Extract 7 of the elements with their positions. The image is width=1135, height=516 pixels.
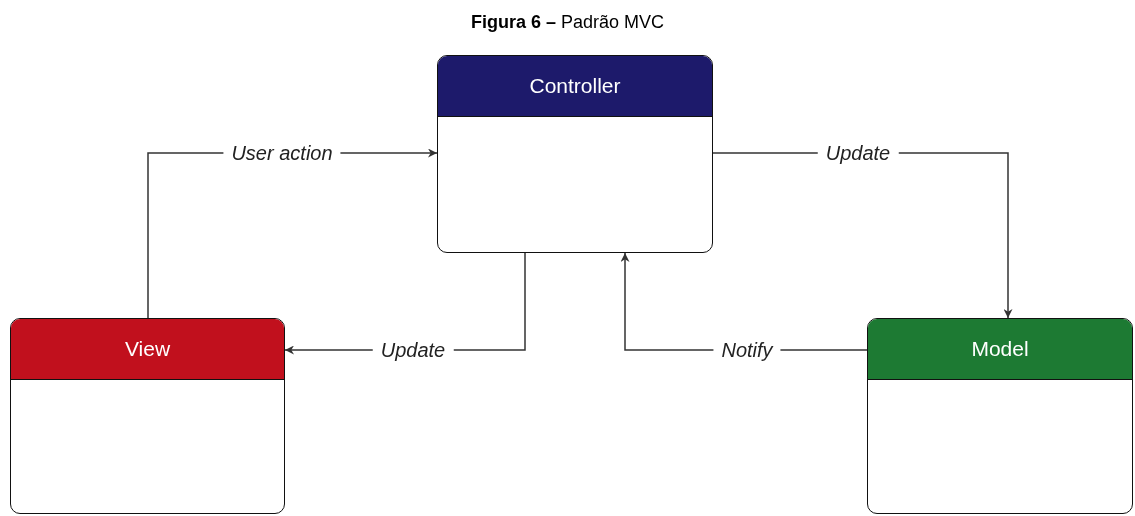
class-box [437,55,713,253]
box-title: View [11,319,284,380]
class-box [10,318,285,514]
class-box [867,318,1133,514]
box-title: Model [868,319,1132,380]
box-title: Controller [438,56,712,117]
figure-caption: Figura 6 – Padrão MVC [470,12,665,33]
